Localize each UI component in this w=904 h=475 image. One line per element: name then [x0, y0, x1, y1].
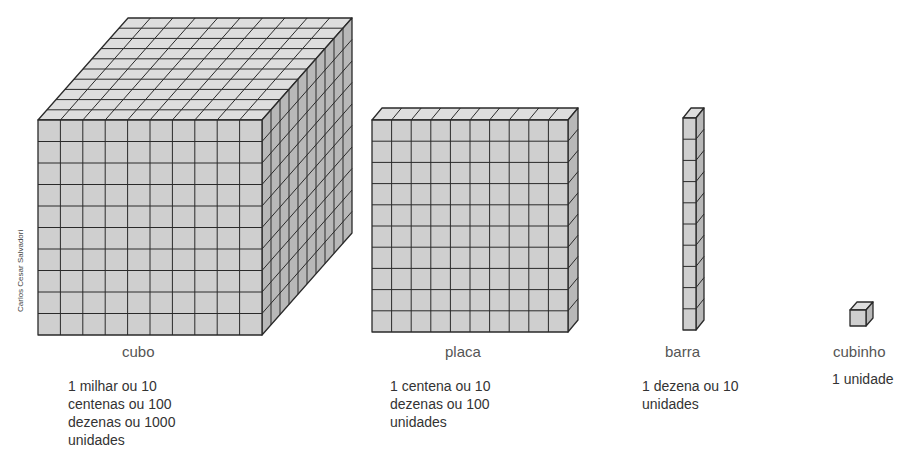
grid-line	[548, 108, 558, 120]
grid-line	[262, 126, 352, 228]
grid-line	[92, 58, 316, 59]
grid-line	[470, 108, 480, 120]
grid-line	[372, 204, 568, 205]
grid-line	[262, 212, 352, 314]
grid-line	[262, 83, 352, 185]
credit-text: Carlos Cesar Salvadori	[12, 230, 30, 312]
block-face	[568, 108, 578, 332]
block-value: 1 dezena ou 10 unidades	[642, 377, 746, 413]
grid-line	[262, 169, 352, 271]
grid-line	[372, 162, 568, 163]
block-name: placa	[445, 343, 481, 361]
block-face	[38, 120, 262, 335]
grid-line	[509, 108, 519, 120]
block-value: 1 milhar ou 10 centenas ou 100 dezenas o…	[68, 377, 178, 449]
grid-line	[372, 310, 568, 311]
grid-line	[372, 226, 568, 227]
grid-line	[38, 184, 262, 185]
grid-line	[683, 139, 696, 140]
grid-line	[262, 190, 352, 292]
grid-line	[262, 61, 352, 163]
block-face	[262, 18, 352, 335]
block-face	[696, 108, 704, 330]
grid-line	[529, 108, 539, 120]
bar-front	[683, 118, 696, 330]
grid-line	[696, 150, 704, 160]
grid-line	[38, 163, 262, 164]
grid-line	[372, 141, 568, 142]
grid-line	[101, 48, 325, 49]
grid-line	[38, 141, 262, 142]
grid-line	[56, 99, 280, 100]
block-face	[683, 118, 696, 330]
grid-line	[38, 227, 262, 228]
cube-side	[262, 18, 352, 335]
grid-line	[262, 40, 352, 142]
grid-line	[683, 308, 696, 309]
grid-line	[450, 108, 460, 120]
unit-side	[866, 302, 873, 326]
grid-line	[110, 38, 334, 39]
grid-line	[696, 278, 704, 288]
grid-line	[696, 214, 704, 224]
grid-line	[696, 299, 704, 309]
grid-line	[568, 129, 578, 141]
block-value: 1 centena ou 10 dezenas ou 100 unidades	[390, 377, 500, 431]
plate-side	[568, 108, 578, 332]
bar-side	[696, 108, 704, 330]
grid-line	[696, 172, 704, 182]
grid-line	[696, 193, 704, 203]
grid-line	[392, 108, 402, 120]
grid-line	[262, 147, 352, 249]
grid-line	[568, 278, 578, 290]
plate-front	[372, 120, 568, 332]
grid-line	[696, 235, 704, 245]
grid-line	[568, 256, 578, 268]
block-face	[850, 310, 866, 326]
grid-line	[74, 79, 298, 80]
grid-line	[38, 292, 262, 293]
grid-line	[119, 28, 343, 29]
grid-line	[683, 245, 696, 246]
grid-line	[372, 183, 568, 184]
cube-front	[38, 120, 262, 335]
grid-line	[696, 129, 704, 139]
grid-line	[372, 268, 568, 269]
grid-line	[683, 224, 696, 225]
plate-top	[372, 108, 578, 120]
grid-line	[47, 109, 271, 110]
grid-line	[683, 181, 696, 182]
grid-line	[372, 247, 568, 248]
unit-front	[850, 310, 866, 326]
block-value: 1 unidade	[832, 370, 894, 388]
grid-line	[568, 235, 578, 247]
block-face	[866, 302, 873, 326]
grid-line	[568, 299, 578, 311]
grid-line	[568, 193, 578, 205]
grid-line	[38, 313, 262, 314]
grid-line	[38, 270, 262, 271]
grid-line	[683, 287, 696, 288]
grid-line	[431, 108, 441, 120]
grid-line	[372, 289, 568, 290]
grid-line	[490, 108, 500, 120]
block-name: barra	[665, 343, 700, 361]
grid-line	[683, 160, 696, 161]
block-face	[372, 120, 568, 332]
block-face	[372, 108, 578, 120]
grid-line	[568, 150, 578, 162]
grid-line	[568, 172, 578, 184]
grid-line	[411, 108, 421, 120]
grid-line	[38, 249, 262, 250]
block-name: cubo	[122, 343, 155, 361]
grid-line	[262, 104, 352, 206]
grid-line	[65, 89, 289, 90]
grid-line	[83, 69, 307, 70]
grid-line	[38, 206, 262, 207]
grid-line	[696, 256, 704, 266]
block-name: cubinho	[833, 343, 886, 361]
grid-line	[683, 266, 696, 267]
grid-line	[568, 214, 578, 226]
grid-line	[683, 202, 696, 203]
